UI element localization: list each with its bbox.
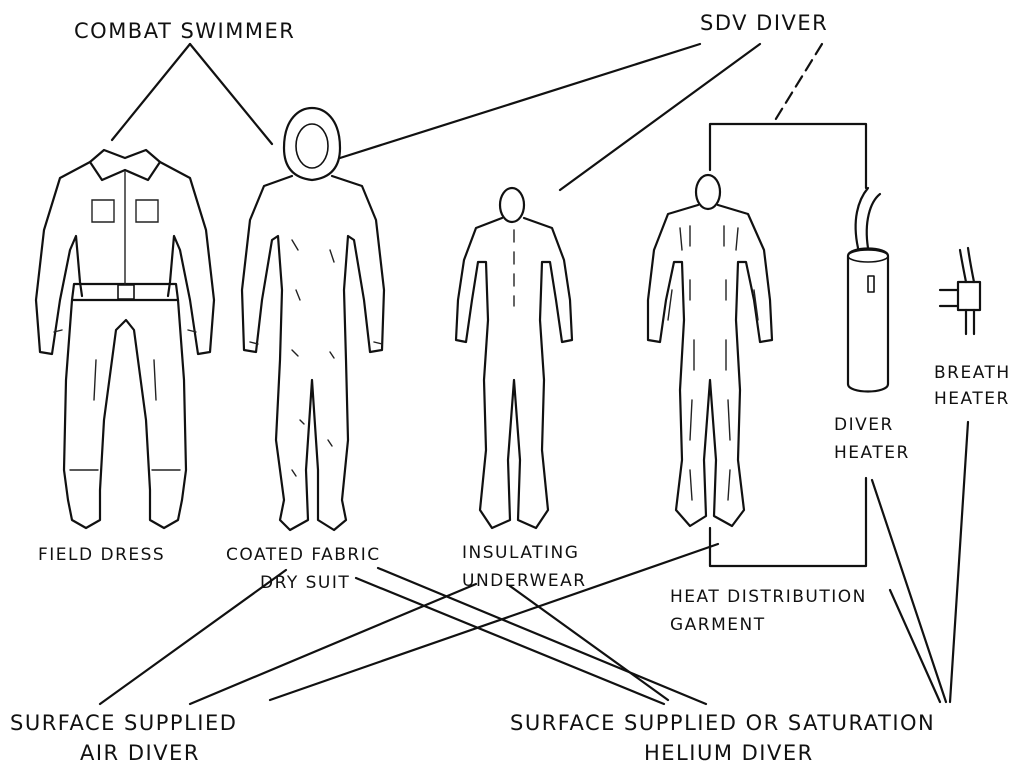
breath-heater-label-line1: BREATH	[934, 363, 1011, 383]
underwear-label-line2: UNDERWEAR	[462, 571, 587, 591]
surface-air-label-line1: SURFACE SUPPLIED	[10, 711, 237, 735]
heat-garment-figure	[648, 175, 772, 526]
field-dress-figure	[36, 150, 214, 528]
diver-heater-label-line2: HEATER	[834, 443, 910, 463]
field-dress-label: FIELD DRESS	[38, 545, 165, 565]
diver-heater-figure	[848, 188, 888, 392]
sdv-diver-label: SDV DIVER	[700, 11, 828, 35]
dry-suit-label-line2: DRY SUIT	[260, 573, 350, 593]
underwear-figure	[456, 188, 572, 528]
heat-garment-label-line1: HEAT DISTRIBUTION	[670, 587, 867, 607]
dry-suit-label-line1: COATED FABRIC	[226, 545, 381, 565]
dry-suit-figure	[242, 108, 384, 530]
underwear-label-line1: INSULATING	[462, 543, 579, 563]
surface-helium-label-line2: HELIUM DIVER	[644, 741, 814, 765]
breath-heater-figure	[940, 248, 980, 334]
surface-helium-label-line1: SURFACE SUPPLIED OR SATURATION	[510, 711, 935, 735]
surface-air-label-line2: AIR DIVER	[80, 741, 200, 765]
combat-swimmer-label: COMBAT SWIMMER	[74, 19, 295, 43]
breath-heater-label-line2: HEATER	[934, 389, 1010, 409]
heat-garment-label-line2: GARMENT	[670, 615, 766, 635]
diver-heater-label-line1: DIVER	[834, 415, 894, 435]
